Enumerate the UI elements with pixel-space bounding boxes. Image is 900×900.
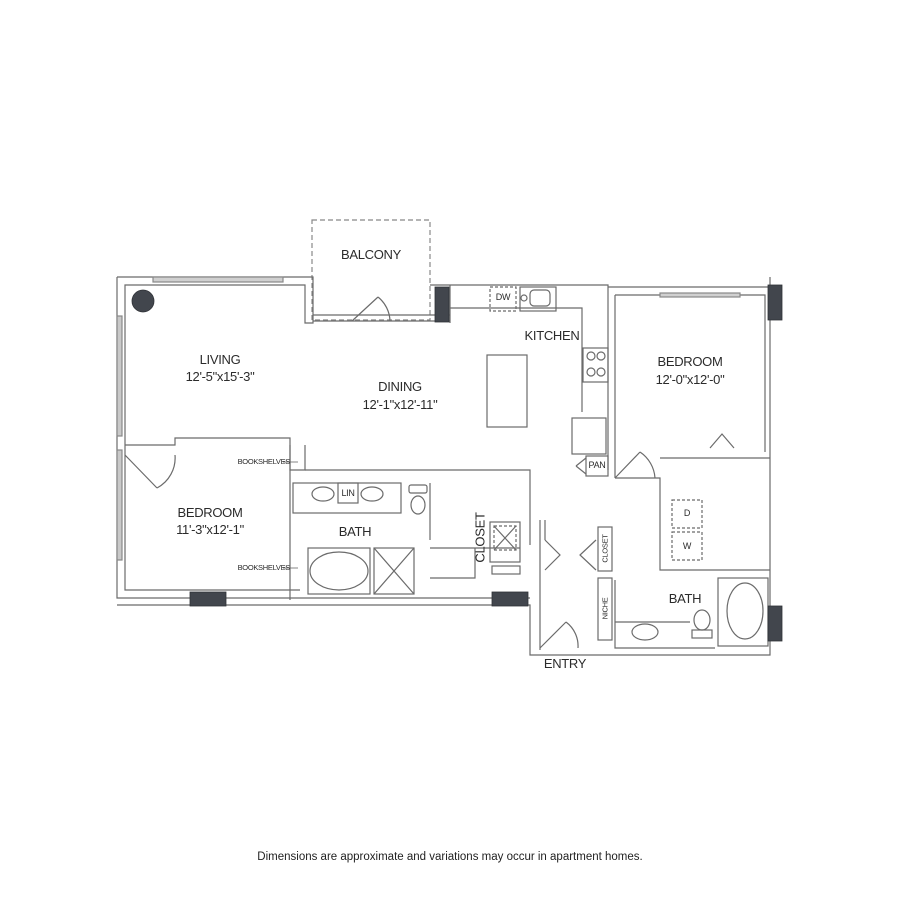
fixture-label-bookshelves-top: BOOKSHELVES [237, 457, 291, 466]
balcony-outline [311, 219, 431, 321]
disclaimer-text: Dimensions are approximate and variation… [257, 851, 643, 863]
cooktop [582, 347, 609, 383]
toilet [408, 484, 428, 494]
room-dims-bedroom-left: 11'-3"x12'-1" [176, 522, 244, 537]
room-dims-bedroom-right: 12'-0"x12'-0" [655, 372, 725, 387]
balcony-door-swing [351, 296, 391, 322]
fixture-label-dishwasher: DW [495, 292, 511, 302]
room-label-bedroom-right: BEDROOM [657, 354, 723, 369]
column [491, 591, 529, 607]
room-dims-dining: 12'-1"x12'-11" [362, 397, 438, 412]
room-label-entry: ENTRY [543, 656, 587, 671]
room-dims-living: 12'-5"x15'-3" [185, 369, 255, 384]
room-label-bath-2: BATH [668, 591, 702, 606]
pantry [585, 455, 609, 477]
room-label-living: LIVING [199, 352, 241, 367]
dryer [671, 499, 703, 529]
kitchen-island [486, 354, 528, 428]
column [434, 286, 450, 323]
room-label-kitchen: KITCHEN [524, 328, 580, 343]
fixture-label-closet-small: CLOSET [600, 534, 610, 563]
dishwasher [489, 286, 517, 312]
exterior-wall-left [117, 276, 314, 591]
column [189, 591, 227, 607]
column [767, 284, 783, 321]
room-label-balcony: BALCONY [340, 247, 402, 262]
left-bedroom-door-swing [124, 454, 176, 489]
shower [373, 547, 415, 595]
sink [519, 286, 557, 312]
fixture-label-dryer: D [683, 508, 691, 518]
entry-door-swing [539, 621, 579, 649]
refrigerator [571, 417, 607, 455]
room-label-bedroom-left: BEDROOM [177, 505, 243, 520]
room-label-bath-1: BATH [338, 524, 372, 539]
fixture-label-niche: NICHE [600, 597, 610, 620]
room-label-closet: CLOSET [472, 512, 488, 563]
fixture-label-washer: W [682, 541, 692, 551]
column [767, 605, 783, 642]
room-label-dining: DINING [378, 379, 422, 394]
fixture-label-linen: LIN [341, 488, 355, 498]
corner-column [131, 289, 155, 313]
washer [671, 531, 703, 561]
bathtub [307, 547, 371, 595]
fixture-label-pantry: PAN [588, 460, 606, 470]
fixture-label-bookshelves-bottom: BOOKSHELVES [237, 563, 291, 572]
